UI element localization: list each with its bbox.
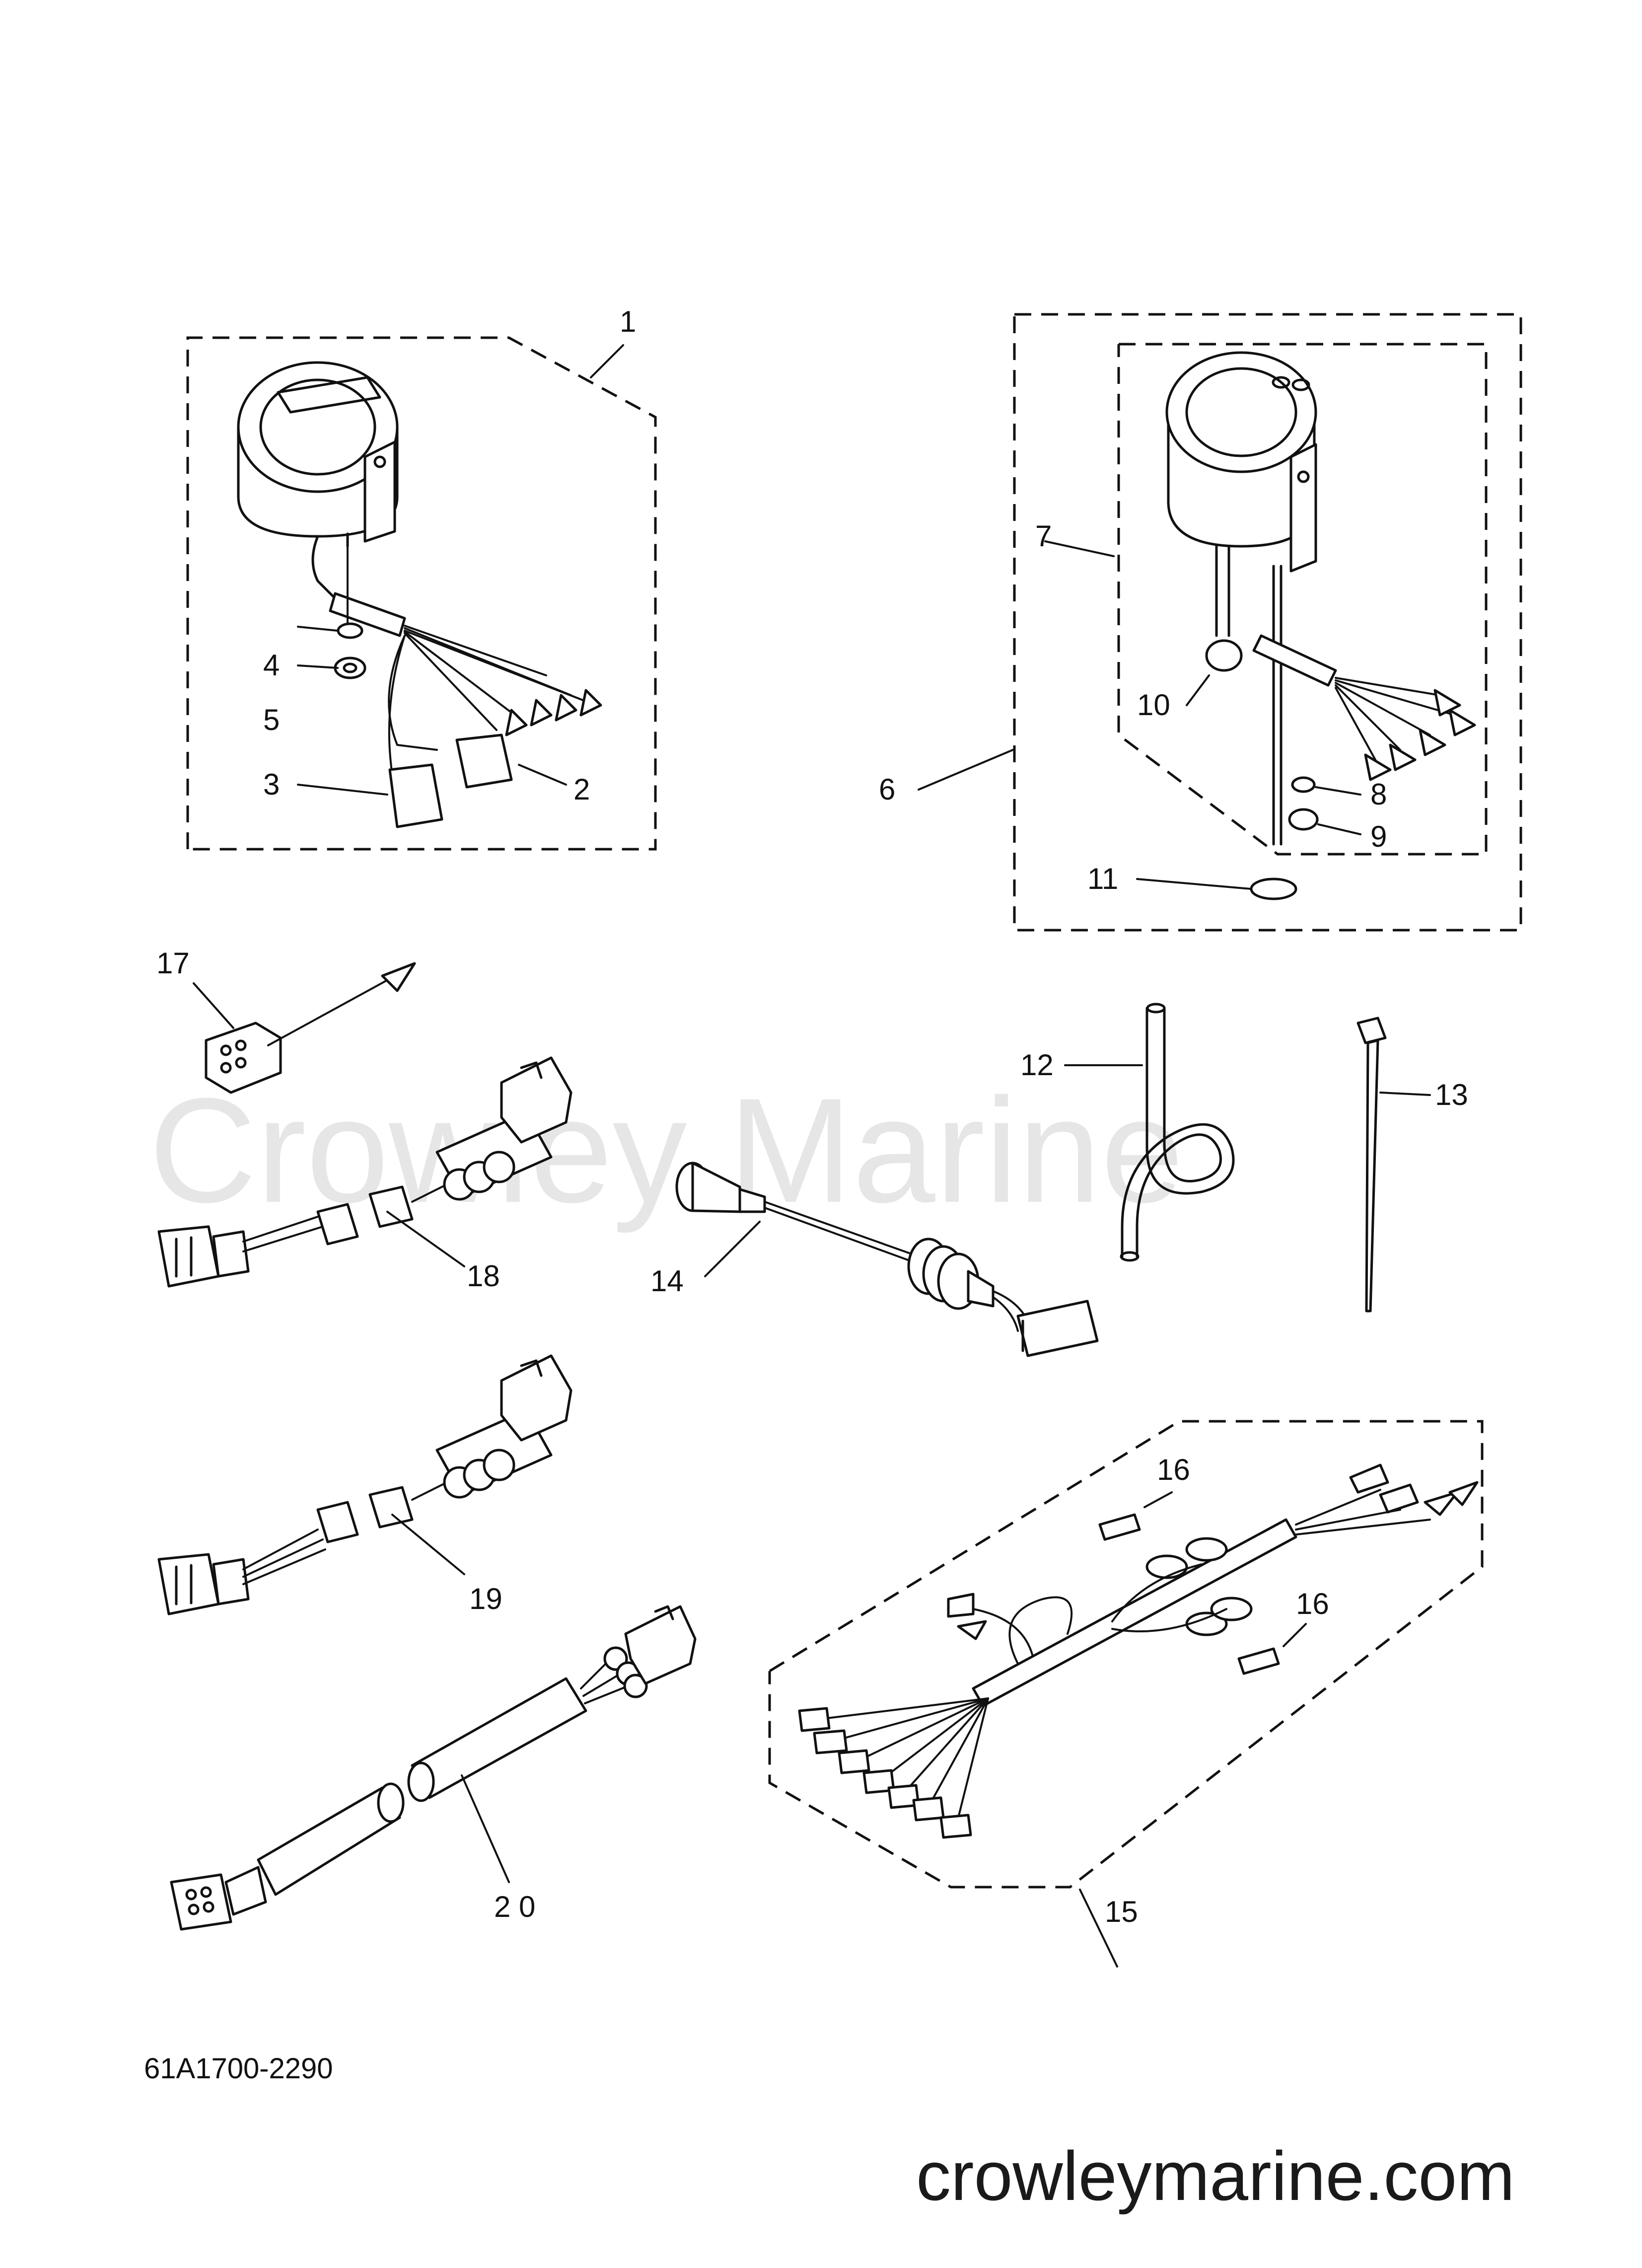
- terminal-16a: [1098, 1513, 1141, 1541]
- callout-13: 13: [1435, 1078, 1468, 1111]
- clamp-11: [1250, 878, 1297, 900]
- part-group-15: 15 16 16: [768, 1420, 1484, 1968]
- callout-7: 7: [1035, 519, 1052, 553]
- cable-tie-13: [1356, 1017, 1387, 1044]
- callout-6: 6: [879, 773, 895, 806]
- callout-2: 2: [573, 773, 590, 806]
- nut-5: [334, 657, 366, 679]
- cap-10: [1205, 639, 1243, 672]
- sleeve-20b: [411, 1677, 587, 1799]
- callout-20: 2 0: [494, 1890, 535, 1923]
- callout-5: 5: [263, 703, 280, 736]
- part-group-19: 19: [157, 1354, 572, 1615]
- cable-sleeve-1: [329, 592, 406, 637]
- kit-boundary-7: [1117, 343, 1488, 856]
- callout-11: 11: [1087, 862, 1118, 895]
- callout-17: 17: [156, 947, 190, 980]
- gauge-7: [1165, 351, 1317, 573]
- part-group-13: 13: [1356, 1017, 1468, 1313]
- part-group-20: 2 0: [170, 1605, 697, 1931]
- callout-15: 15: [1105, 1895, 1138, 1928]
- kit-boundary-1: [186, 336, 657, 851]
- connector-14: [1016, 1300, 1099, 1357]
- part-group-6: 6 7 8 9 10 11: [879, 313, 1522, 932]
- callout-1: 1: [620, 305, 636, 338]
- part-group-18: 18: [157, 1056, 572, 1293]
- part-code: 61A1700-2290: [144, 2052, 333, 2085]
- site-url: crowleymarine.com: [916, 2137, 1515, 2215]
- callout-18: 18: [467, 1259, 500, 1293]
- connector-2: [455, 733, 513, 789]
- callout-14: 14: [650, 1264, 684, 1298]
- connector-3: [388, 763, 443, 828]
- kit-boundary-6: [1013, 313, 1522, 932]
- cable-sleeve-7: [1252, 634, 1337, 687]
- washer-8: [1291, 776, 1316, 793]
- part-group-12: 12: [1020, 1003, 1235, 1262]
- callout-10: 10: [1137, 688, 1170, 722]
- callout-16a: 16: [1157, 1453, 1190, 1486]
- callout-8: 8: [1370, 778, 1387, 811]
- gauge-1: [237, 361, 399, 548]
- callout-12: 12: [1020, 1048, 1054, 1082]
- callout-3: 3: [263, 768, 280, 801]
- watermark-text: Crowley Marine: [149, 1067, 1184, 1235]
- part-group-17: 17: [156, 947, 416, 1094]
- callout-19: 19: [469, 1582, 502, 1615]
- washer-4: [337, 622, 363, 639]
- callout-4: 4: [263, 649, 280, 682]
- part-group-1: 1 2 3 4 5: [186, 305, 657, 851]
- callout-9: 9: [1370, 820, 1387, 853]
- nut-9: [1288, 808, 1319, 831]
- part-group-14: 14: [650, 1162, 1099, 1357]
- terminal-16b: [1237, 1647, 1280, 1675]
- kit-boundary-15: [768, 1420, 1484, 1889]
- callout-16b: 16: [1296, 1587, 1329, 1620]
- tube-12: [1121, 1007, 1235, 1258]
